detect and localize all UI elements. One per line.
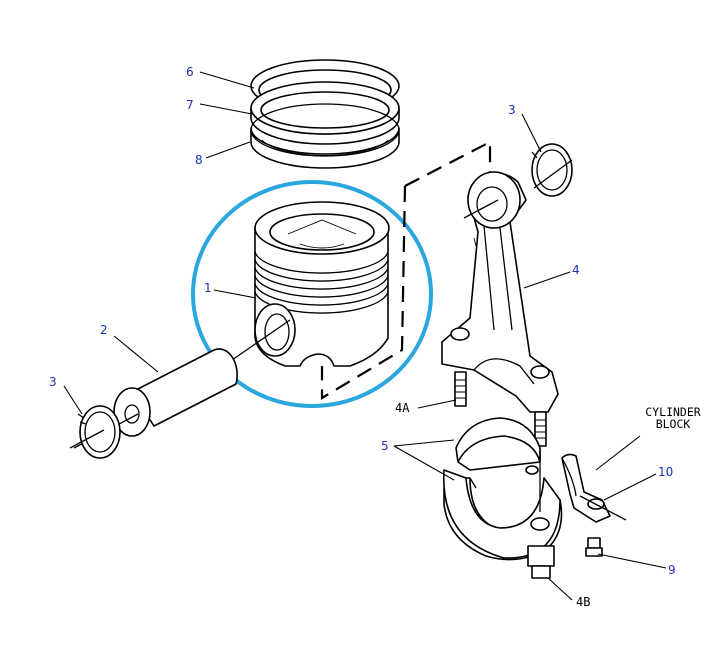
callout-2: 2 xyxy=(100,323,108,337)
callout-10: 10 xyxy=(658,465,674,479)
leader-lines xyxy=(63,71,667,601)
cylinder-block-label: CYLINDER BLOCK xyxy=(628,406,718,430)
highlight-circle xyxy=(191,180,433,408)
callout-4b: 4B xyxy=(576,595,591,609)
piston-ring-middle[interactable] xyxy=(250,81,400,145)
piston[interactable] xyxy=(231,201,390,367)
piston-cooling-jet[interactable] xyxy=(561,453,627,523)
callout-8: 8 xyxy=(195,153,203,167)
assembly-dashline-main xyxy=(320,185,407,400)
callout-3-left: 3 xyxy=(49,375,57,389)
cylinder-block-label-line2: BLOCK xyxy=(655,417,691,431)
callout-1: 1 xyxy=(204,281,212,295)
connecting-rod[interactable] xyxy=(441,171,559,447)
callout-5: 5 xyxy=(381,439,389,453)
callout-4: 4 xyxy=(572,263,580,277)
jet-bolt[interactable] xyxy=(585,537,603,557)
bearing-upper[interactable] xyxy=(455,417,541,475)
callout-6: 6 xyxy=(186,65,194,79)
assembly-dashline-upper xyxy=(404,140,492,187)
piston-ring-oil[interactable] xyxy=(250,103,400,169)
callout-3-right: 3 xyxy=(508,103,516,117)
retaining-ring-left[interactable] xyxy=(69,405,121,459)
cylinder-block-label-line1: CYLINDER xyxy=(645,405,701,419)
connecting-rod-cap[interactable] xyxy=(443,446,561,579)
callout-9: 9 xyxy=(668,563,676,577)
callout-7: 7 xyxy=(186,98,194,112)
retaining-ring-right[interactable] xyxy=(531,143,573,197)
callout-4a: 4A xyxy=(395,401,410,415)
